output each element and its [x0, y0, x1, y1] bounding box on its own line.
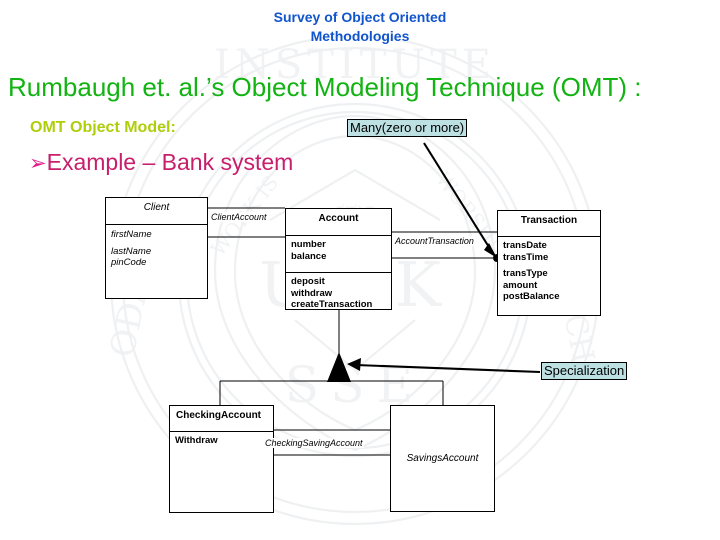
operation-deposit: deposit	[291, 276, 325, 287]
uml-class-account-name: Account	[318, 213, 359, 224]
assoc-label-account-transaction: AccountTransaction	[394, 236, 475, 246]
uml-class-checkingaccount-attributes: Withdraw	[170, 431, 273, 513]
attribute-pincode: pinCode	[111, 257, 147, 268]
uml-class-checkingaccount: CheckingAccount Withdraw	[169, 405, 274, 513]
operation-withdraw: withdraw	[291, 287, 333, 299]
attribute-transtype: transType	[503, 268, 548, 279]
uml-class-savingsaccount: SavingsAccount	[390, 405, 495, 512]
generalization-triangle-icon	[327, 352, 351, 382]
callout-specialization: Specialization	[541, 362, 628, 380]
bullet-example-label: Example – Bank system	[46, 149, 294, 175]
callout-arrow-specialization	[347, 358, 541, 374]
attribute-transdate: transDate	[503, 240, 547, 251]
uml-class-client: Client firstName lastName pinCode	[105, 197, 208, 299]
page-title: Survey of Object Oriented Methodologies	[0, 8, 720, 46]
operation-createtransaction: createTransaction	[291, 299, 373, 310]
attribute-firstname: firstName	[111, 229, 152, 240]
assoc-label-checking-saving: CheckingSavingAccount	[264, 438, 364, 448]
bullet-example-bank-system: ➢Example – Bank system	[29, 149, 293, 176]
attribute-balance: balance	[291, 250, 327, 262]
callout-arrow-many	[423, 142, 497, 258]
attribute-amount: amount	[503, 279, 538, 291]
attribute-number: number	[291, 239, 326, 250]
uml-class-account-operations: deposit withdraw createTransaction	[286, 272, 391, 311]
attribute-withdraw: Withdraw	[175, 435, 218, 446]
uml-class-client-attributes: firstName lastName pinCode	[106, 224, 207, 298]
section-heading-omt: Rumbaugh et. al.’s Object Modeling Techn…	[8, 72, 642, 102]
uml-class-transaction-name: Transaction	[520, 215, 578, 226]
uml-class-client-name: Client	[143, 202, 170, 213]
callout-many-zero-or-more: Many(zero or more)	[347, 119, 468, 137]
page-title-line-1: Survey of Object Oriented	[273, 9, 447, 25]
subheading-omt-object-model: OMT Object Model:	[30, 119, 176, 136]
page-title-line-2: Methodologies	[310, 28, 410, 44]
uml-class-transaction-attributes: transDate transTime transType amount pos…	[498, 236, 600, 315]
uml-class-transaction: Transaction transDate transTime transTyp…	[497, 210, 601, 316]
uml-class-checkingaccount-name: CheckingAccount	[176, 410, 262, 421]
attribute-lastname: lastName	[111, 245, 152, 257]
attribute-postbalance: postBalance	[503, 291, 560, 302]
arrow-bullet-icon: ➢	[29, 151, 47, 175]
uml-class-account-attributes: number balance	[286, 235, 391, 272]
uml-class-savingsaccount-name: SavingsAccount	[406, 453, 479, 464]
attribute-transtime: transTime	[503, 251, 549, 263]
uml-class-account: Account number balance deposit withdraw …	[285, 208, 392, 310]
assoc-label-client-account: ClientAccount	[210, 212, 268, 222]
